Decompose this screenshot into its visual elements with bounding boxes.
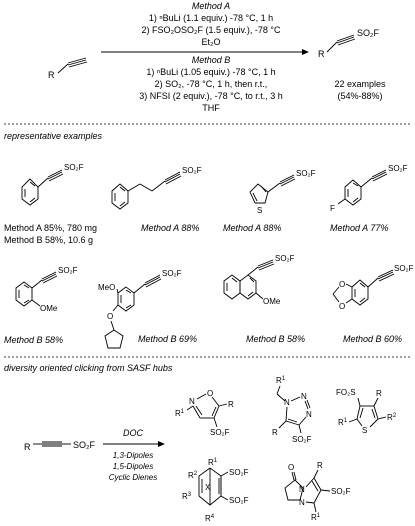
compound-4-fluorine: F xyxy=(330,204,335,213)
triazole-so2f: SO₂F xyxy=(292,435,312,444)
compound-7-yield: Method B 58% xyxy=(246,334,305,344)
compound-5-so2f: SO₂F xyxy=(58,266,78,275)
method-a-step2: 2) FSO₂OSO₂F (1.5 equiv.), -78 °C xyxy=(142,25,281,35)
compound-7: SO₂F OMe xyxy=(223,254,295,306)
bicyclic-x: X xyxy=(205,483,211,492)
compound-7-ome: OMe xyxy=(263,297,281,306)
method-b-step3: 3) NFSI (2 equiv.), -78 °C, to r.t., 3 h xyxy=(139,91,282,101)
thiophene-fo2s: FO₂S xyxy=(336,388,356,397)
thiophene-r: R xyxy=(376,389,382,398)
compound-3: S SO₂F xyxy=(249,169,316,215)
reaction-arrow-head xyxy=(302,49,309,55)
isoxazole-o: O xyxy=(207,389,213,398)
compound-7-so2f: SO₂F xyxy=(275,254,295,263)
partner-1: 1,3-Dipoles xyxy=(113,451,153,460)
compound-3-sulfur: S xyxy=(257,206,262,215)
pyraz-r: R xyxy=(317,461,323,470)
product-so2f: SO₂F xyxy=(357,28,379,38)
compound-8-yield: Method B 60% xyxy=(343,334,402,344)
thiophene-r1: R1 xyxy=(338,418,348,427)
bicyclic-r2: R2 xyxy=(188,471,198,480)
doc-label: DOC xyxy=(123,428,144,438)
isoxazole-n: N xyxy=(189,397,195,406)
triazole-n2: N xyxy=(301,392,307,401)
yield-range: (54%-88%) xyxy=(337,91,382,101)
compound-6: SO₂F MeO O xyxy=(98,269,182,349)
pyraz-r1: R1 xyxy=(311,513,321,522)
bicyclic-so2f-1: SO₂F xyxy=(229,468,249,477)
triazole-n3: N xyxy=(306,410,312,419)
compound-8-so2f: SO₂F xyxy=(394,264,414,273)
method-b-title: Method B xyxy=(192,55,231,65)
compound-2: SO₂F xyxy=(111,166,202,210)
compound-6-yield: Method B 69% xyxy=(138,334,197,344)
diversity-heading: diversity oriented clicking from SASF hu… xyxy=(4,363,173,373)
pyrazolidinone-product: O N N R SO₂F R1 xyxy=(284,461,351,522)
compound-2-yield: Method A 88% xyxy=(141,223,199,233)
compound-6-oxygen: O xyxy=(107,312,113,321)
compound-2-so2f: SO₂F xyxy=(182,166,202,175)
triazole-r1: R1 xyxy=(276,376,286,385)
pyraz-o: O xyxy=(288,463,294,472)
triazole-r: R xyxy=(272,428,278,437)
partner-3: Cyclic Dienes xyxy=(109,473,157,482)
method-a-step1: 1) ⁿBuLi (1.1 equiv.) -78 °C, 1 h xyxy=(149,13,273,23)
reactant-r-label: R xyxy=(48,70,55,80)
method-b-step1: 1) ⁿBuLi (1.05 equiv.) -78 °C, 1 h xyxy=(146,67,275,77)
thiophene-product: FO₂S S R R2 R1 xyxy=(336,388,397,435)
compound-4: F SO₂F xyxy=(330,164,408,213)
compound-1-so2f: SO₂F xyxy=(64,163,84,172)
compound-8-oxygen-1: O xyxy=(339,280,345,289)
pyraz-n1: N xyxy=(299,485,305,494)
compound-1-yield-a: Method A 85%, 780 mg xyxy=(4,223,97,233)
compound-5-ome: OMe xyxy=(40,304,58,313)
bicyclic-product: R1 R2 R3 R4 X SO₂F SO₂F xyxy=(182,458,249,523)
pyraz-n2: N xyxy=(299,498,305,507)
pyraz-so2f: SO₂F xyxy=(331,487,351,496)
thiophene-r2: R2 xyxy=(387,413,397,422)
isoxazole-r1: R1 xyxy=(175,409,185,418)
partner-2: 1,5-Dipoles xyxy=(113,462,153,471)
isoxazole-so2f: SO₂F xyxy=(210,428,230,437)
triazole-n1: N xyxy=(284,398,290,407)
compound-6-meo: MeO xyxy=(98,283,115,292)
doc-arrow-head xyxy=(158,441,165,447)
compound-6-so2f: SO₂F xyxy=(162,269,182,278)
bicyclic-so2f-2: SO₂F xyxy=(229,496,249,505)
sasf-hub: R SO₂F xyxy=(24,440,95,452)
isoxazole-product: N O R1 R SO₂F xyxy=(175,389,234,437)
representative-heading: representative examples xyxy=(4,131,103,141)
method-a-title: Method A xyxy=(192,1,230,11)
compound-8: O O SO₂F xyxy=(332,264,414,311)
top-reaction: R Method A 1) ⁿBuLi (1.1 equiv.) -78 °C,… xyxy=(48,1,386,113)
compound-3-so2f: SO₂F xyxy=(296,169,316,178)
compound-4-so2f: SO₂F xyxy=(388,164,408,173)
bicyclic-r1: R1 xyxy=(208,458,218,467)
method-b-solvent: THF xyxy=(202,103,220,113)
isoxazole-r: R xyxy=(228,400,234,409)
compound-3-yield: Method A 88% xyxy=(223,223,281,233)
compound-5: SO₂F OMe xyxy=(15,266,78,313)
triazole-product: R1 N N N R SO₂F xyxy=(272,376,312,444)
compound-1-yield-b: Method B 58%, 10.6 g xyxy=(4,235,93,245)
product-r-label: R xyxy=(318,49,325,59)
method-b-step2: 2) SO₂, -78 °C, 1 h, then r.t., xyxy=(155,79,268,89)
bicyclic-r3: R3 xyxy=(182,492,192,501)
hub-r-label: R xyxy=(24,442,31,452)
method-a-solvent: Et₂O xyxy=(202,37,221,47)
compound-5-yield: Method B 58% xyxy=(4,335,63,345)
examples-count: 22 examples xyxy=(334,79,386,89)
hub-so2f: SO₂F xyxy=(73,440,95,450)
compound-1: SO₂F xyxy=(21,163,84,206)
compound-8-oxygen-2: O xyxy=(339,302,345,311)
compound-4-yield: Method A 77% xyxy=(330,223,388,233)
bicyclic-r4: R4 xyxy=(205,514,215,523)
thiophene-s: S xyxy=(362,426,367,435)
